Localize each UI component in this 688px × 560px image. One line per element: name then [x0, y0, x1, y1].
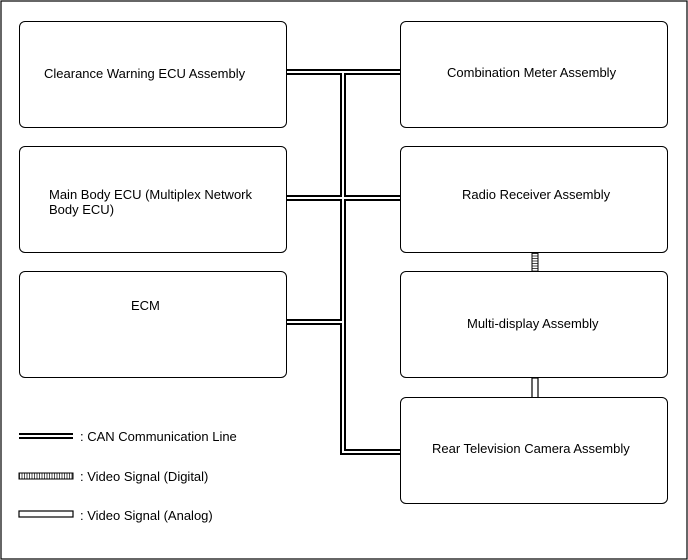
legend-video-digital-swatch	[18, 472, 74, 480]
ecm-box: ECM	[19, 271, 287, 378]
video-analog-line	[531, 377, 539, 399]
legend-video-analog-swatch	[18, 510, 74, 518]
combination-meter-label: Combination Meter Assembly	[447, 65, 617, 80]
main-body-ecu-label-line2: Body ECU)	[49, 202, 115, 217]
radio-receiver-label: Radio Receiver Assembly	[462, 187, 611, 202]
multi-display-box: Multi-display Assembly	[400, 271, 668, 378]
legend-video-digital-label: : Video Signal (Digital)	[80, 469, 209, 484]
rear-tv-camera-box: Rear Television Camera Assembly	[400, 397, 668, 504]
main-body-ecu-label-line1: Main Body ECU (Multiplex Network	[49, 187, 253, 202]
clearance-warning-ecu-box: Clearance Warning ECU Assembly	[19, 21, 287, 128]
multi-display-label: Multi-display Assembly	[467, 316, 599, 331]
radio-receiver-box: Radio Receiver Assembly	[400, 146, 668, 253]
clearance-warning-ecu-label: Clearance Warning ECU Assembly	[44, 66, 246, 81]
rear-tv-camera-label: Rear Television Camera Assembly	[432, 441, 630, 456]
legend-can-label: : CAN Communication Line	[80, 429, 237, 444]
can-bus-lines	[287, 69, 402, 455]
legend-video-analog-label: : Video Signal (Analog)	[80, 508, 213, 523]
main-body-ecu-box: Main Body ECU (Multiplex Network Body EC…	[19, 146, 287, 253]
video-digital-line	[531, 252, 539, 273]
combination-meter-box: Combination Meter Assembly	[400, 21, 668, 128]
ecm-label: ECM	[131, 298, 160, 313]
